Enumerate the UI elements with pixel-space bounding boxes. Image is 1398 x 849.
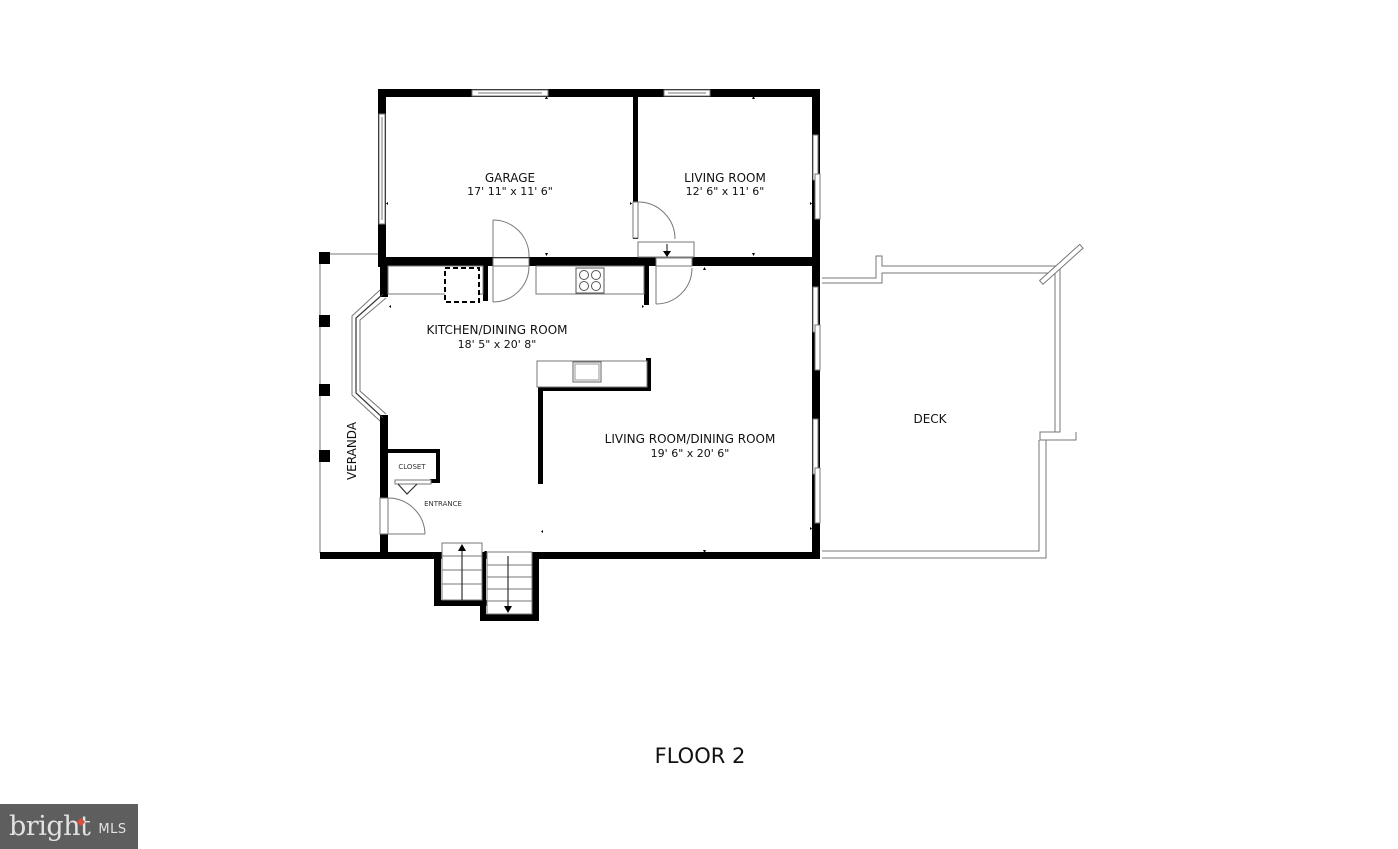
living-room-dimensions: 12' 6" x 11' 6" <box>686 185 765 198</box>
closet-label: CLOSET <box>398 463 426 471</box>
living-room-label: LIVING ROOM <box>684 171 766 185</box>
kitchen-dining-label: KITCHEN/DINING ROOM <box>426 323 567 337</box>
doors <box>379 201 695 535</box>
walls <box>320 89 820 621</box>
floor-title: FLOOR 2 <box>654 744 746 768</box>
deck-outline <box>822 243 1084 559</box>
room-closet: CLOSET <box>398 463 426 471</box>
room-deck: DECK <box>913 412 947 426</box>
veranda-label: VERANDA <box>345 421 359 480</box>
room-garage: GARAGE 17' 11" x 11' 6" <box>467 171 553 198</box>
logo-suffix-text: MLS <box>98 822 127 837</box>
room-kitchen-dining: KITCHEN/DINING ROOM 18' 5" x 20' 8" <box>426 323 567 351</box>
garage-label: GARAGE <box>485 171 535 185</box>
bright-mls-logo: bright MLS <box>0 804 138 849</box>
room-living-room: LIVING ROOM 12' 6" x 11' 6" <box>684 171 766 198</box>
logo-brand-text: bright <box>9 811 91 842</box>
windows <box>351 89 821 524</box>
stairs <box>441 542 533 615</box>
room-veranda: VERANDA <box>345 421 359 480</box>
room-living-dining: LIVING ROOM/DINING ROOM 19' 6" x 20' 6" <box>605 432 776 460</box>
entrance-label: ENTRANCE <box>424 500 462 508</box>
garage-dimensions: 17' 11" x 11' 6" <box>467 185 553 198</box>
living-dining-label: LIVING ROOM/DINING ROOM <box>605 432 776 446</box>
kitchen-dining-dimensions: 18' 5" x 20' 8" <box>458 338 537 351</box>
living-dining-dimensions: 19' 6" x 20' 6" <box>651 447 730 460</box>
deck-label: DECK <box>913 412 947 426</box>
kitchen-fixtures <box>387 265 648 388</box>
veranda-outline <box>319 252 380 553</box>
room-entrance: ENTRANCE <box>424 500 462 508</box>
measurement-markers <box>386 96 812 553</box>
